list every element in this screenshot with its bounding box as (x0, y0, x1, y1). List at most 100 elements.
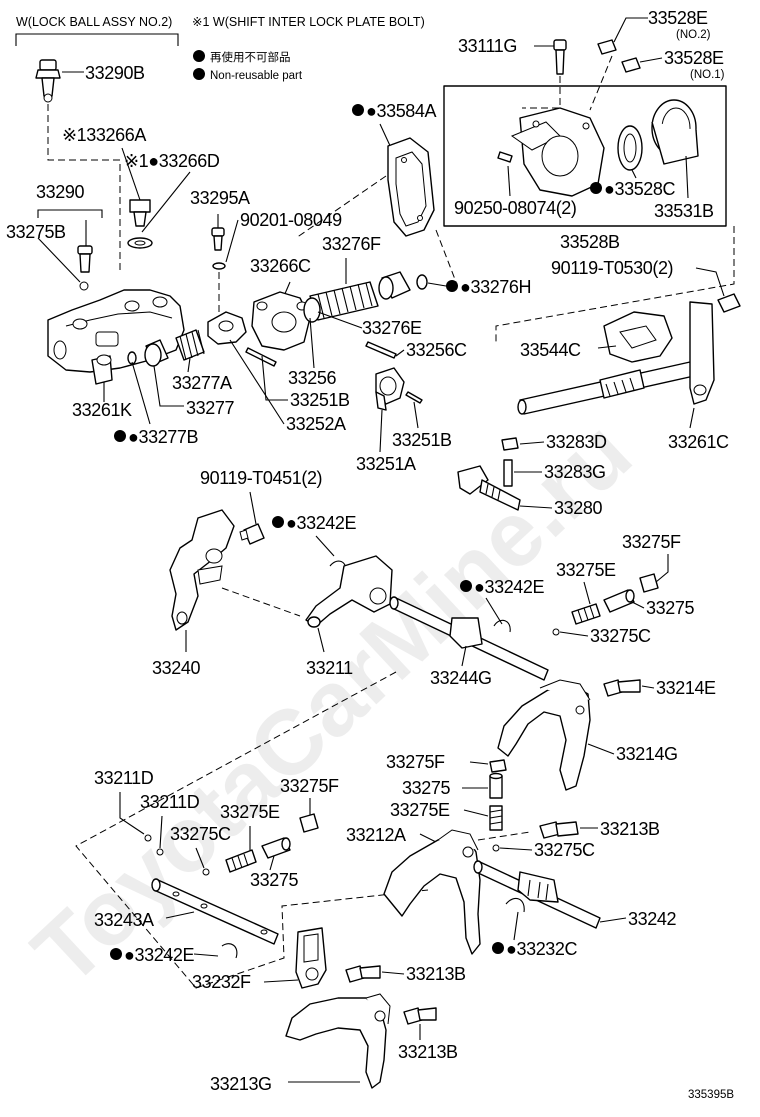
diagram-id: 335395B (688, 1089, 734, 1101)
shift-fork-part (383, 829, 481, 955)
label-33544C: 33544C (520, 340, 581, 360)
shift-head-part (295, 927, 327, 989)
label-33261K: 33261K (72, 400, 132, 420)
label-33242E-c: ●33242E (124, 945, 195, 965)
label-33528E-no1: 33528E (664, 48, 724, 68)
lock-ball-bracket (15, 33, 179, 46)
steel-ball-part (552, 628, 560, 636)
steel-ball-part (156, 848, 164, 856)
label-33266C: 33266C (250, 256, 311, 276)
steel-ball-part (492, 844, 500, 852)
label-33211: 33211 (306, 658, 353, 678)
bolt-part (553, 39, 567, 75)
label-33276F: 33276F (322, 234, 381, 254)
label-33251B: 33251B (290, 390, 350, 410)
label-33275C-b: 33275C (534, 840, 595, 860)
label-33528E-no2-note: (NO.2) (676, 29, 711, 41)
bolt-part (603, 679, 641, 697)
label-33276E: 33276E (362, 318, 422, 338)
steel-ball-part (144, 834, 152, 842)
shift-lever-retainer-part (497, 107, 605, 197)
label-33275F-c: 33275F (280, 776, 339, 796)
pin-part (405, 391, 423, 404)
fork-shaft-part (389, 596, 549, 681)
label-33213B-b: 33213B (406, 964, 466, 984)
label-33240: 33240 (152, 658, 200, 678)
shift-fork-lever-part (305, 555, 393, 628)
label-33251A: 33251A (356, 454, 416, 474)
bolt-part (539, 821, 579, 839)
guide-line (589, 55, 613, 111)
label-33295A: 33295A (190, 188, 250, 208)
nonreusable-dot-icon (110, 948, 122, 960)
label-33212A: 33212A (346, 825, 406, 845)
label-33531B: 33531B (654, 201, 714, 221)
label-33256C: 33256C (406, 340, 467, 360)
steel-ball-part (202, 868, 210, 876)
bolt-part (211, 227, 226, 270)
snap-ring-part (416, 274, 428, 290)
bushing-part (617, 125, 643, 171)
label-33275E-c: 33275E (220, 802, 280, 822)
label-33242: 33242 (628, 909, 676, 929)
label-33211D-a: 33211D (94, 768, 154, 788)
nonreusable-dot-icon (590, 182, 602, 194)
label-33213G: 33213G (210, 1074, 272, 1094)
guide-line (295, 175, 387, 239)
label-33232F: 33232F (192, 972, 251, 992)
label-33283D: 33283D (546, 432, 607, 452)
shift-lever-housing-part (47, 289, 185, 385)
bolt-part (597, 39, 617, 55)
bolt-part (403, 1007, 437, 1025)
label-33232C: ●33232C (506, 939, 578, 959)
label-33275C-c: 33275C (170, 824, 231, 844)
nonreusable-dot-icon (460, 580, 472, 592)
shift-lever-shaft-part (517, 301, 715, 415)
plug-part (501, 437, 519, 451)
label-33277A: 33277A (172, 373, 232, 393)
spring-large-part (303, 281, 379, 323)
plug-part (299, 813, 319, 833)
nonreusable-dot-icon (193, 68, 205, 80)
label-33275F-b: 33275F (386, 752, 445, 772)
plug-part (77, 245, 93, 273)
plug-part (489, 759, 507, 773)
nonreusable-dot-icon (272, 516, 284, 528)
sleeve-part (489, 772, 503, 799)
plug-part (639, 573, 659, 593)
interlock-bolt-part (127, 199, 153, 249)
gasket-part (387, 137, 435, 237)
label-33290: 33290 (36, 182, 84, 202)
spring-small-part (571, 603, 601, 625)
bolt-part (717, 293, 741, 313)
guide-line (522, 76, 561, 109)
label-33243A: 33243A (94, 910, 154, 930)
label-33584A: ●33584A (366, 101, 437, 121)
legend-en: Non-reusable part (210, 70, 303, 82)
label-33283G: 33283G (544, 462, 606, 482)
fork-shaft-part (473, 860, 601, 929)
label-33528E-no2: 33528E (648, 8, 708, 28)
pin-part (365, 341, 397, 359)
sleeve-part (144, 339, 169, 367)
label-33244G: 33244G (430, 668, 492, 688)
label-33528C: ●33528C (604, 179, 676, 199)
label-90250-08074: 90250-08074(2) (454, 198, 577, 218)
spring-small-part (489, 805, 503, 831)
guide-line (495, 226, 735, 342)
label-33251B-b: 33251B (392, 430, 452, 450)
label-33252A: 33252A (286, 414, 346, 434)
nonreusable-dot-icon (446, 280, 458, 292)
label-33266A: ※133266A (62, 125, 146, 145)
shift-fork-part (285, 993, 391, 1089)
bolt-part (239, 523, 265, 545)
label-33277: 33277 (186, 398, 234, 418)
label-33213B-c: 33213B (398, 1042, 458, 1062)
sleeve-part (261, 837, 291, 859)
nonreusable-dot-icon (193, 50, 205, 62)
nonreusable-dot-icon (492, 942, 504, 954)
cap-part (378, 271, 411, 300)
speedometer-shaft-part (457, 465, 521, 511)
